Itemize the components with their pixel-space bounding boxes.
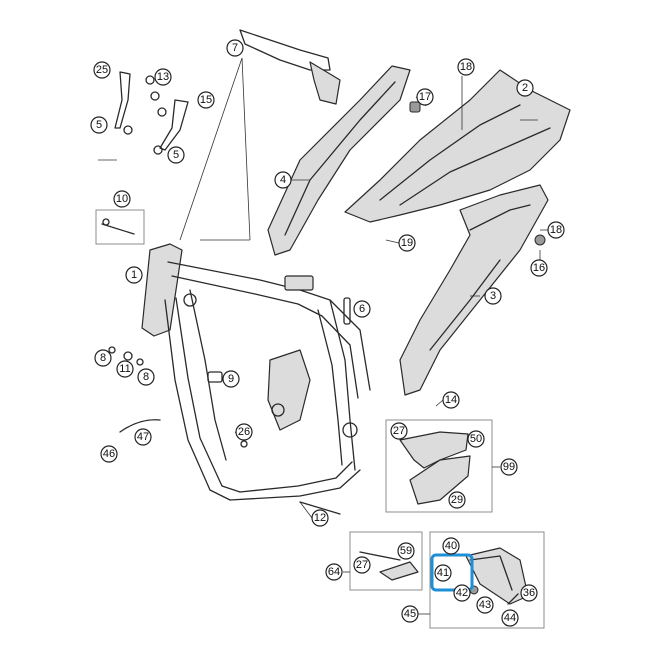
svg-text:1: 1 <box>131 269 137 281</box>
callout-27a: 27 <box>390 422 408 440</box>
callout-25: 25 <box>93 61 111 79</box>
svg-text:47: 47 <box>137 431 149 443</box>
callout-14: 14 <box>442 391 460 409</box>
svg-text:64: 64 <box>328 566 340 578</box>
callout-17: 17 <box>416 88 434 106</box>
highlight-box-41 <box>430 553 474 592</box>
svg-text:18: 18 <box>460 61 472 73</box>
callout-3: 3 <box>484 287 502 305</box>
svg-text:36: 36 <box>523 587 535 599</box>
svg-text:4: 4 <box>280 174 286 186</box>
svg-text:46: 46 <box>103 448 115 460</box>
svg-text:14: 14 <box>445 394 457 406</box>
callout-27b: 27 <box>353 556 371 574</box>
callout-12: 12 <box>311 509 329 527</box>
svg-text:25: 25 <box>96 64 108 76</box>
svg-text:6: 6 <box>359 303 365 315</box>
callout-42: 42 <box>453 584 471 602</box>
svg-text:2: 2 <box>522 82 528 94</box>
callout-45: 45 <box>401 605 419 623</box>
callout-8b: 8 <box>137 368 155 386</box>
svg-text:8: 8 <box>100 352 106 364</box>
callout-5b: 5 <box>167 146 185 164</box>
callout-4: 4 <box>274 171 292 189</box>
svg-text:27: 27 <box>356 559 368 571</box>
callout-11: 11 <box>116 360 134 378</box>
callout-19: 19 <box>398 234 416 252</box>
callout-2: 2 <box>516 79 534 97</box>
subframe-rear <box>344 69 571 223</box>
callout-15: 15 <box>197 91 215 109</box>
callout-13: 13 <box>154 68 172 86</box>
svg-text:41: 41 <box>437 567 449 579</box>
svg-text:18: 18 <box>550 224 562 236</box>
callout-99: 99 <box>500 458 518 476</box>
callout-8a: 8 <box>94 349 112 367</box>
main-frame <box>141 243 371 501</box>
svg-text:9: 9 <box>228 373 234 385</box>
rods-group <box>114 71 189 155</box>
svg-text:26: 26 <box>238 426 250 438</box>
svg-text:43: 43 <box>479 599 491 611</box>
svg-text:3: 3 <box>490 290 496 302</box>
svg-text:7: 7 <box>232 42 238 54</box>
svg-text:5: 5 <box>96 119 102 131</box>
svg-text:11: 11 <box>119 363 130 375</box>
svg-text:44: 44 <box>504 612 516 624</box>
callout-7: 7 <box>226 39 244 57</box>
callout-47: 47 <box>134 428 152 446</box>
svg-text:19: 19 <box>401 237 413 249</box>
box-64-stand <box>349 531 423 591</box>
callout-18a: 18 <box>457 58 475 76</box>
small-hardware <box>108 346 248 448</box>
callout-18b: 18 <box>547 221 565 239</box>
svg-text:29: 29 <box>451 494 463 506</box>
tensioner-box <box>95 209 145 245</box>
callout-46: 46 <box>100 445 118 463</box>
callout-44: 44 <box>501 609 519 627</box>
svg-text:40: 40 <box>445 540 457 552</box>
callout-26: 26 <box>235 423 253 441</box>
svg-text:27: 27 <box>393 425 405 437</box>
callout-64: 64 <box>325 563 343 581</box>
callout-41: 41 <box>434 564 452 582</box>
callout-10: 10 <box>113 190 131 208</box>
svg-text:10: 10 <box>116 193 128 205</box>
box-99-guard <box>385 419 493 513</box>
callout-16: 16 <box>530 259 548 277</box>
svg-text:13: 13 <box>157 71 169 83</box>
callout-29: 29 <box>448 491 466 509</box>
callout-6: 6 <box>353 300 371 318</box>
subframe-left <box>239 29 411 256</box>
callout-5a: 5 <box>90 116 108 134</box>
svg-text:50: 50 <box>470 433 482 445</box>
callout-1: 1 <box>125 266 143 284</box>
callout-43: 43 <box>476 596 494 614</box>
svg-text:15: 15 <box>200 94 212 106</box>
svg-text:17: 17 <box>419 91 431 103</box>
svg-text:16: 16 <box>533 262 545 274</box>
svg-text:5: 5 <box>173 149 179 161</box>
callout-36: 36 <box>520 584 538 602</box>
bracket-6 <box>343 297 351 325</box>
svg-text:45: 45 <box>404 608 416 620</box>
svg-text:42: 42 <box>456 587 468 599</box>
svg-text:8: 8 <box>143 371 149 383</box>
side-panel <box>399 184 549 396</box>
callout-50: 50 <box>467 430 485 448</box>
box-45-footpeg <box>429 531 545 629</box>
callout-40: 40 <box>442 537 460 555</box>
svg-text:12: 12 <box>314 512 326 524</box>
callout-59: 59 <box>397 542 415 560</box>
svg-text:99: 99 <box>503 461 515 473</box>
callout-9: 9 <box>222 370 240 388</box>
svg-text:59: 59 <box>400 545 412 557</box>
long-bolt-12 <box>299 501 341 515</box>
hose-47 <box>119 419 161 433</box>
